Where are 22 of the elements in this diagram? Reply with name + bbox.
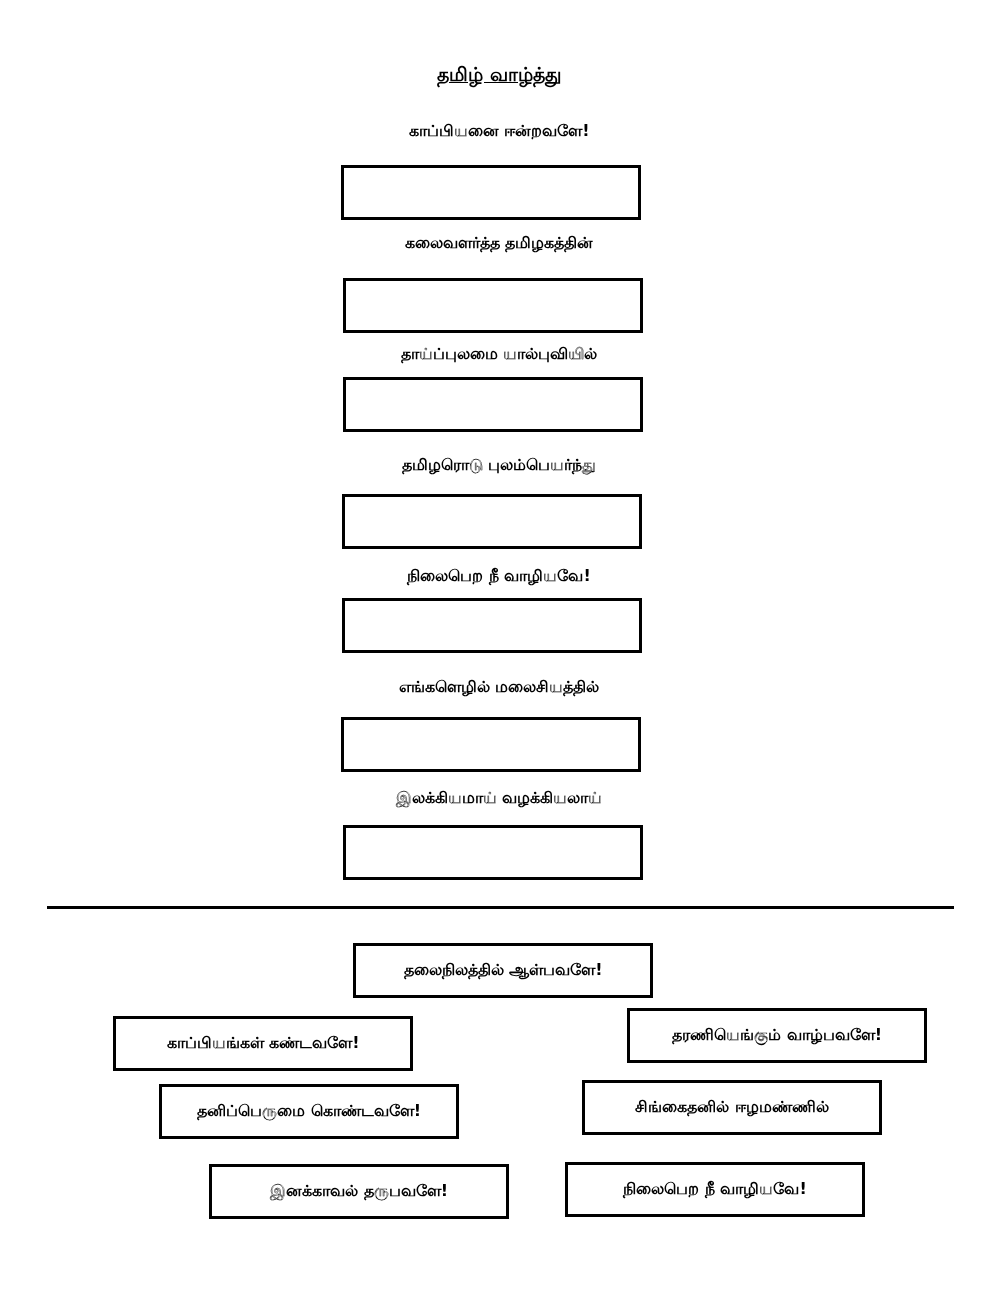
word-card: இனக்காவல் தருபவளே! xyxy=(209,1164,509,1219)
answer-box xyxy=(343,278,643,333)
poem-line: தாய்ப்புலமை யால்புவியில் xyxy=(400,344,598,365)
poem-line: இலக்கியமாய் வழக்கியலாய் xyxy=(395,788,603,809)
answer-box xyxy=(343,377,643,432)
worksheet-title: தமிழ் வாழ்த்து xyxy=(437,63,561,88)
poem-line: எங்களெழில் மலைசியத்தில் xyxy=(398,677,600,698)
word-card: தலைநிலத்தில் ஆள்பவளே! xyxy=(353,943,653,998)
word-card: தரணியெங்கும் வாழ்பவளே! xyxy=(627,1008,927,1063)
answer-box xyxy=(342,598,642,653)
poem-line: காப்பியனை ஈன்றவளே! xyxy=(408,121,590,142)
poem-line: கலைவளர்த்த தமிழகத்தின் xyxy=(404,233,594,254)
answer-box xyxy=(343,825,643,880)
answer-box xyxy=(341,165,641,220)
word-card: நிலைபெற நீ வாழியவே! xyxy=(565,1162,865,1217)
poem-line: தமிழரொடு புலம்பெயர்ந்து xyxy=(401,455,597,476)
word-card: சிங்கைதனில் ஈழமண்ணில் xyxy=(582,1080,882,1135)
answer-box xyxy=(342,494,642,549)
poem-line: நிலைபெற நீ வாழியவே! xyxy=(407,566,591,587)
answer-box xyxy=(341,717,641,772)
word-card: காப்பியங்கள் கண்டவளே! xyxy=(113,1016,413,1071)
word-card: தனிப்பெருமை கொண்டவளே! xyxy=(159,1084,459,1139)
